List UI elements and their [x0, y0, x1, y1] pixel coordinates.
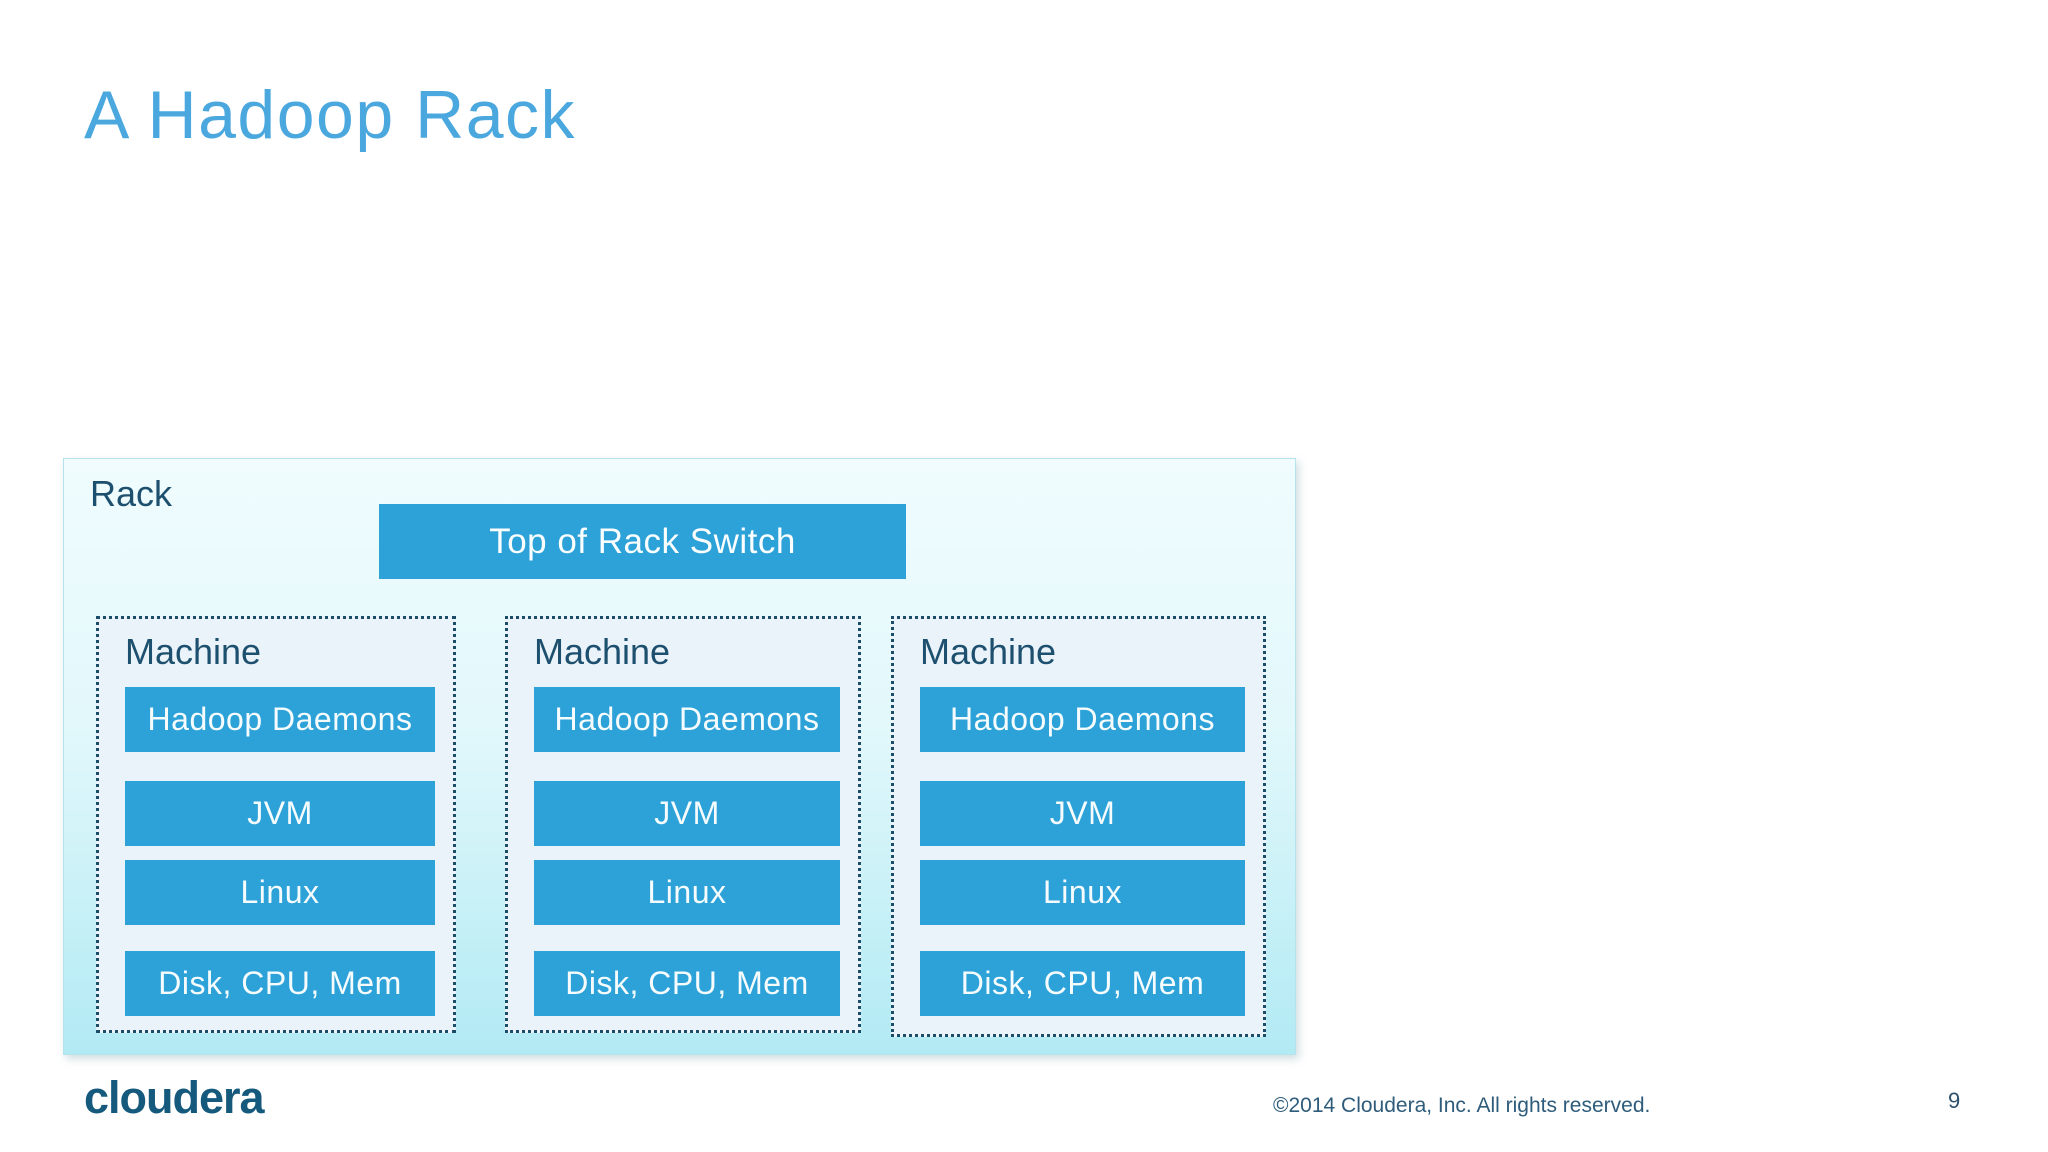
slide-title: A Hadoop Rack	[84, 77, 577, 153]
layer-disk-cpu-mem: Disk, CPU, Mem	[920, 951, 1245, 1016]
layer-jvm: JVM	[920, 781, 1245, 846]
layer-linux: Linux	[125, 860, 435, 925]
layer-linux: Linux	[534, 860, 840, 925]
cloudera-logo: cloudera	[84, 1072, 265, 1123]
copyright-text: ©2014 Cloudera, Inc. All rights reserved…	[1273, 1094, 1651, 1117]
machine-label: Machine	[534, 631, 671, 672]
layer-hadoop-daemons: Hadoop Daemons	[920, 687, 1245, 752]
layer-disk-cpu-mem: Disk, CPU, Mem	[125, 951, 435, 1016]
machine-box-2: Machine Hadoop Daemons JVM Linux Disk, C…	[505, 616, 861, 1033]
layer-jvm: JVM	[125, 781, 435, 846]
layer-disk-cpu-mem: Disk, CPU, Mem	[534, 951, 840, 1016]
layer-hadoop-daemons: Hadoop Daemons	[125, 687, 435, 752]
page-number: 9	[1948, 1088, 1961, 1113]
top-of-rack-switch-box: Top of Rack Switch	[379, 504, 906, 579]
layer-linux: Linux	[920, 860, 1245, 925]
layer-jvm: JVM	[534, 781, 840, 846]
machines-row: Machine Hadoop Daemons JVM Linux Disk, C…	[96, 616, 1266, 1037]
machine-label: Machine	[920, 631, 1057, 672]
layer-hadoop-daemons: Hadoop Daemons	[534, 687, 840, 752]
machine-label: Machine	[125, 631, 262, 672]
machine-box-3: Machine Hadoop Daemons JVM Linux Disk, C…	[891, 616, 1266, 1037]
machine-box-1: Machine Hadoop Daemons JVM Linux Disk, C…	[96, 616, 456, 1033]
rack-container: Rack Top of Rack Switch Machine Hadoop D…	[63, 458, 1296, 1055]
rack-label: Rack	[90, 473, 173, 514]
